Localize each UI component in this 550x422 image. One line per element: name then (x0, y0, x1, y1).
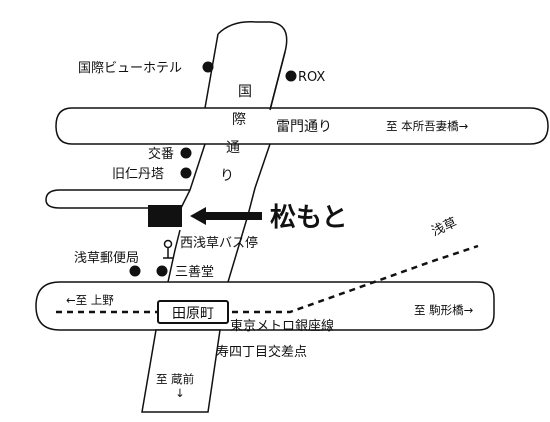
arrow-kuramae: ↓ (175, 386, 185, 400)
label-post: 浅草郵便局 (74, 251, 139, 266)
road-kokusai (45, 33, 286, 283)
station-tawaramachi: 田原町 (172, 306, 214, 322)
road-kuramae (141, 329, 221, 413)
label-kaminarimon: 雷門通り (276, 119, 332, 135)
label-kokusai: 国際通り (220, 84, 252, 184)
bus-stop-icon (163, 239, 173, 259)
label-crossing: 寿四丁目交差点 (216, 344, 307, 360)
label-komagata: 至 駒形橋→ (414, 303, 474, 317)
road-kaminarimon (55, 107, 549, 145)
dot-koban (180, 147, 192, 159)
dot-rox (285, 70, 297, 82)
roads (35, 21, 549, 413)
label-bus: 西浅草バス停 (180, 235, 258, 251)
road-tawaramachi (35, 281, 495, 331)
dot-post (129, 265, 141, 277)
label-kuramae: 至 蔵前 (156, 372, 194, 386)
label-honjo: 至 本所吾妻橋→ (386, 119, 469, 133)
station-box (157, 300, 229, 324)
label-asakusa: 浅草 (430, 215, 460, 239)
dot-hotel (202, 61, 214, 73)
label-rox: ROX (298, 70, 325, 85)
destination-marker (148, 205, 182, 227)
dot-nichoto (180, 167, 192, 179)
road-kokusai-north (217, 21, 288, 111)
label-ueno: ←至 上野 (66, 293, 114, 307)
destination-name: 松もと (270, 203, 347, 233)
label-sanzendo: 三善堂 (175, 264, 214, 280)
dot-sanzendo (156, 265, 168, 277)
label-nichoto: 旧仁丹塔 (112, 167, 164, 182)
label-koban: 交番 (148, 146, 174, 162)
label-hotel: 国際ビューホテル (78, 61, 182, 76)
label-ginza-line: 東京メトロ銀座線 (230, 318, 334, 334)
landmark-dots (129, 61, 297, 277)
destination-arrow (190, 207, 262, 225)
